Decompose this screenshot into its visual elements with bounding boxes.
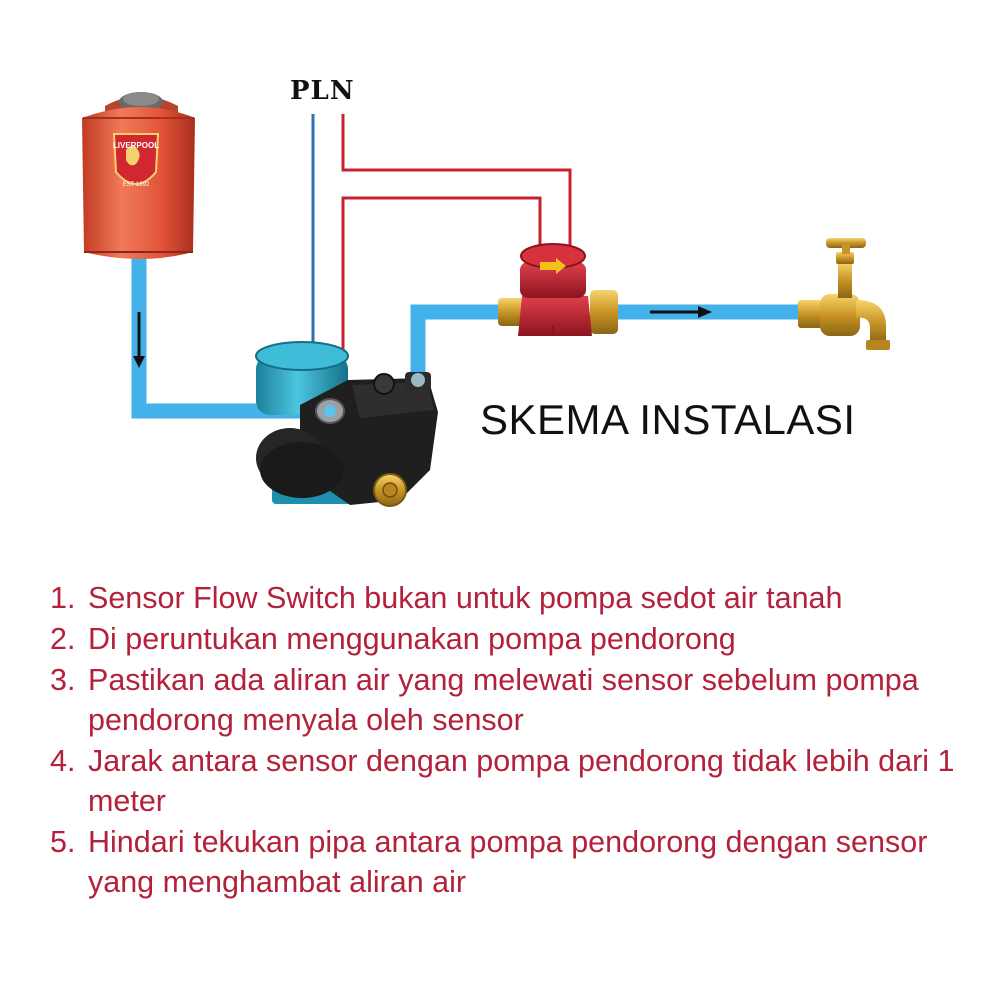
wire-red-to-pump [341,196,542,362]
installation-notes: 1. Sensor Flow Switch bukan untuk pompa s… [50,578,980,903]
flow-arrow-icon [133,312,145,368]
note-text: Pastikan ada aliran air yang melewati se… [88,663,919,737]
tank-logo-text: LIVERPOOL [113,141,159,150]
note-number: 3. [50,663,76,697]
tank-logo-est: EST 1892 [123,182,150,188]
note-item: 2. Di peruntukan menggunakan pompa pendor… [50,619,980,659]
diagram-title: SKEMA INSTALASI [480,396,856,443]
note-text: Di peruntukan menggunakan pompa pendoron… [88,622,736,656]
note-number: 1. [50,581,76,615]
note-item: 3. Pastikan ada aliran air yang melewati … [50,660,980,740]
water-pipes [131,258,810,419]
note-number: 5. [50,825,76,859]
installation-diagram: LIVERPOOL EST 1892 [82,92,890,507]
note-number: 4. [50,744,76,778]
flow-switch-sensor-icon [498,243,618,336]
flow-arrow-icon [650,306,712,318]
water-pump-icon [255,341,438,507]
note-item: 4. Jarak antara sensor dengan pompa pendo… [50,741,980,821]
note-text: Jarak antara sensor dengan pompa pendoro… [88,744,955,818]
pipe-pump-to-sensor [410,304,515,378]
note-item: 1. Sensor Flow Switch bukan untuk pompa s… [50,578,980,618]
wire-red-to-sensor [341,114,572,256]
water-faucet-icon [798,238,890,350]
note-text: Hindari tekukan pipa antara pompa pendor… [88,825,928,899]
diagram-svg: LIVERPOOL EST 1892 [82,92,890,507]
power-wires [311,114,572,362]
power-source-label: PLN [290,76,355,106]
water-tank-icon: LIVERPOOL EST 1892 [82,92,195,259]
note-item: 5. Hindari tekukan pipa antara pompa pend… [50,822,980,902]
note-text: Sensor Flow Switch bukan untuk pompa sed… [88,581,843,615]
note-number: 2. [50,622,76,656]
